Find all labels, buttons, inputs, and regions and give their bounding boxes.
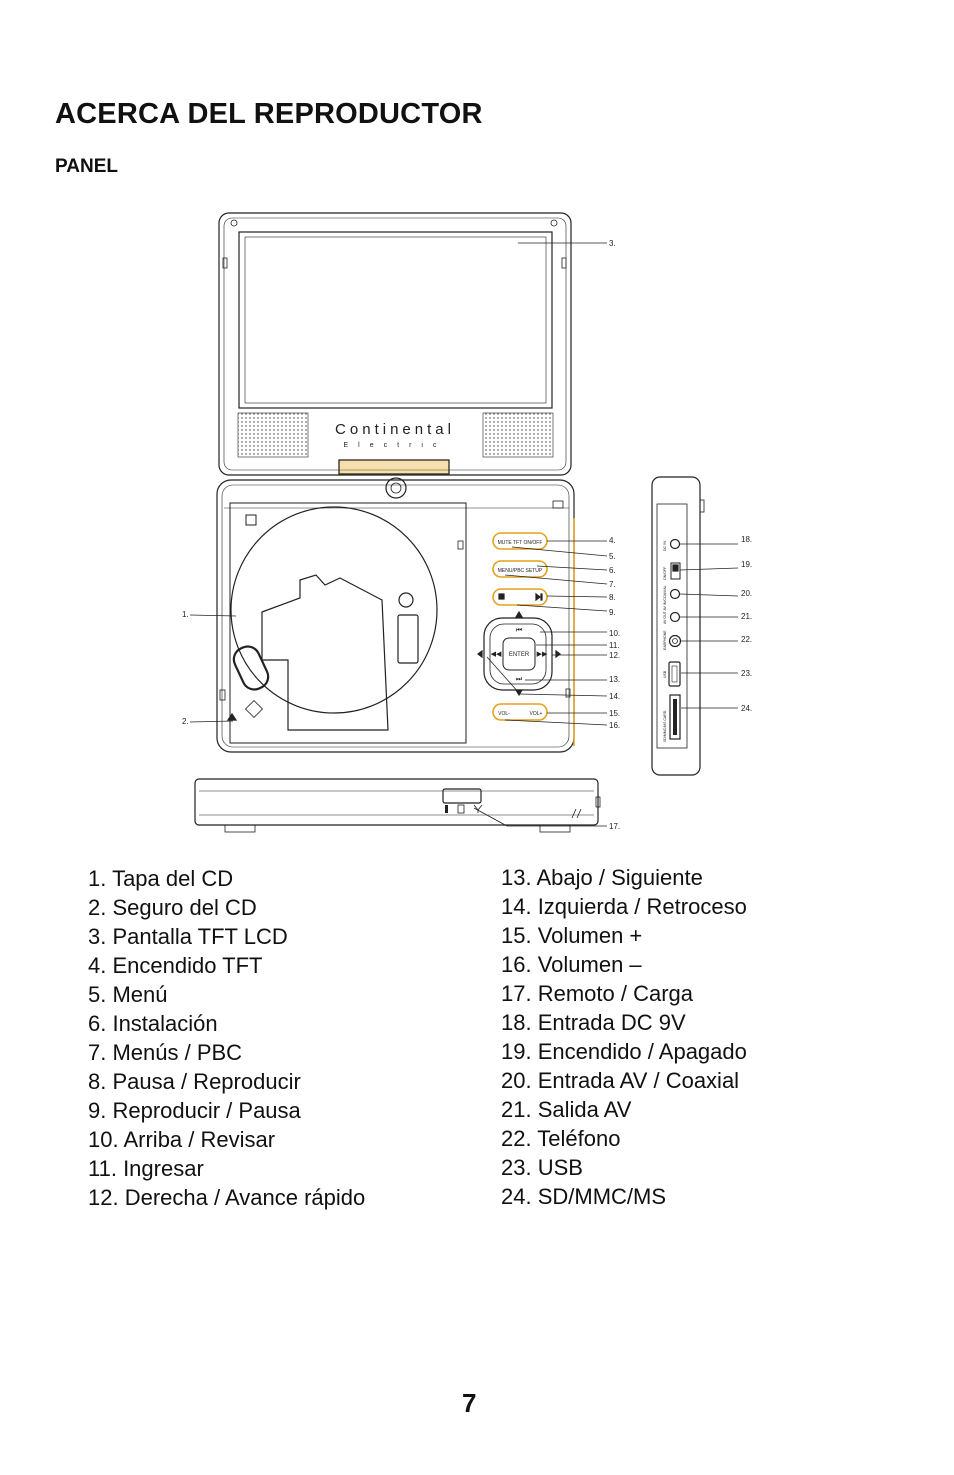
volume-button[interactable]	[492, 703, 548, 721]
list-item: 22. Teléfono	[501, 1126, 621, 1151]
callout-10: 10.	[609, 629, 620, 638]
left-speaker-grille	[237, 412, 309, 458]
list-item: 19. Encendido / Apagado	[501, 1039, 747, 1064]
list-item: 8. Pausa / Reproducir	[88, 1069, 301, 1094]
list-item: 18. Entrada DC 9V	[501, 1010, 686, 1035]
callout-7: 7.	[609, 580, 616, 589]
cd-disc	[230, 506, 438, 714]
cd-latch[interactable]	[230, 643, 272, 694]
section-subtitle: PANEL	[55, 156, 118, 177]
callout-8: 8.	[609, 593, 616, 602]
callout-12: 12.	[609, 651, 620, 660]
cd-lid[interactable]	[229, 502, 467, 744]
list-item: 21. Salida AV	[501, 1097, 632, 1122]
page-title: ACERCA DEL REPRODUCTOR	[55, 98, 483, 130]
list-item: 11. Ingresar	[88, 1156, 204, 1181]
left-arrow-icon[interactable]	[477, 649, 483, 659]
list-item: 3. Pantalla TFT LCD	[88, 924, 288, 949]
enter-label: ENTER	[509, 652, 530, 658]
right-arrow-icon[interactable]	[555, 649, 561, 659]
earphone-label: EARPHONE	[663, 630, 667, 650]
callout-3: 3.	[609, 239, 616, 248]
list-item: 7. Menús / PBC	[88, 1040, 243, 1065]
list-item: 6. Instalación	[88, 1011, 218, 1036]
callout-14: 14.	[609, 692, 620, 701]
card-label: SD/MMC/MS CARD	[663, 710, 667, 742]
list-item: 24. SD/MMC/MS	[501, 1184, 667, 1209]
menu-setup-button[interactable]	[492, 560, 548, 578]
list-item: 14. Izquierda / Retroceso	[501, 894, 747, 919]
list-item: 1. Tapa del CD	[88, 866, 234, 891]
vol-plus-label: VOL+	[530, 711, 543, 717]
onoff-label: ON/OFF	[663, 567, 667, 580]
av-label: AV OUT AV IN/COAXIAL	[663, 585, 667, 624]
usb-label: USB	[663, 670, 667, 678]
callout-5: 5.	[609, 552, 616, 561]
list-item: 12. Derecha / Avance rápido	[88, 1185, 366, 1210]
av-in-jack[interactable]	[669, 588, 681, 600]
callout-18: 18.	[741, 535, 752, 544]
parts-list-right: 13. Abajo / Siguiente 14. Izquierda / Re…	[501, 863, 747, 1211]
mute-tft-label: MUTE TFT ON/OFF	[498, 540, 543, 546]
dc-jack[interactable]	[669, 538, 681, 550]
list-item: 4. Encendido TFT	[88, 953, 263, 978]
list-item: 16. Volumen –	[501, 952, 642, 977]
callout-19: 19.	[741, 560, 752, 569]
list-item: 2. Seguro del CD	[88, 895, 257, 920]
list-item: 9. Reproducir / Pausa	[88, 1098, 301, 1123]
list-item: 17. Remoto / Carga	[501, 981, 693, 1006]
usb-port[interactable]	[668, 661, 681, 687]
enter-button[interactable]	[502, 637, 536, 671]
callout-24: 24.	[741, 704, 752, 713]
brand-logo: Continental	[335, 421, 455, 438]
rewind-icon: ◀◀	[491, 651, 502, 658]
brand-subtitle: Electric	[344, 442, 447, 449]
callout-23: 23.	[741, 669, 752, 678]
ir-receiver	[442, 788, 482, 804]
up-arrow-icon[interactable]	[514, 610, 524, 618]
player-panel-diagram: Continental Electric	[182, 212, 752, 833]
callout-2: 2.	[182, 717, 189, 726]
tft-screen	[238, 231, 553, 409]
callout-21: 21.	[741, 612, 752, 621]
list-item: 10. Arriba / Revisar	[88, 1127, 276, 1152]
dc-label: DC 9V	[663, 540, 667, 551]
callout-9: 9.	[609, 608, 616, 617]
parts-list-left: 1. Tapa del CD 2. Seguro del CD 3. Panta…	[88, 864, 365, 1212]
list-item: 23. USB	[501, 1155, 583, 1180]
callout-labels: 1. 2. 3. 4. 5. 6. 7. 8. 9. 10. 11. 12. 1…	[182, 239, 752, 831]
earphone-jack[interactable]	[668, 634, 682, 648]
callout-13: 13.	[609, 675, 620, 684]
callout-16: 16.	[609, 721, 620, 730]
side-panel	[651, 476, 705, 776]
callout-6: 6.	[609, 566, 616, 575]
card-slot[interactable]	[669, 694, 681, 740]
screen-lid	[218, 212, 572, 476]
callout-lines	[189, 242, 739, 827]
callout-22: 22.	[741, 635, 752, 644]
callout-17: 17.	[609, 822, 620, 831]
charge-led	[457, 804, 465, 814]
callout-11: 11.	[609, 641, 620, 650]
menu-setup-label: MENU/PBC SETUP	[498, 568, 543, 574]
forward-icon: ▶▶	[537, 651, 548, 658]
callout-4: 4.	[609, 536, 616, 545]
vol-minus-label: VOL-	[498, 711, 510, 717]
page-number: 7	[462, 1388, 477, 1418]
prev-icon: ⏮	[516, 627, 522, 634]
list-item: 20. Entrada AV / Coaxial	[501, 1068, 740, 1093]
list-item: 5. Menú	[88, 982, 168, 1007]
callout-15: 15.	[609, 709, 620, 718]
callout-1: 1.	[182, 610, 189, 619]
front-panel	[194, 778, 601, 833]
av-out-jack[interactable]	[669, 611, 681, 623]
power-switch[interactable]	[670, 562, 681, 580]
next-icon: ⏭	[516, 676, 523, 683]
list-item: 13. Abajo / Siguiente	[501, 865, 703, 890]
list-item: 15. Volumen +	[501, 923, 643, 948]
right-speaker-grille	[482, 412, 554, 458]
callout-20: 20.	[741, 589, 752, 598]
